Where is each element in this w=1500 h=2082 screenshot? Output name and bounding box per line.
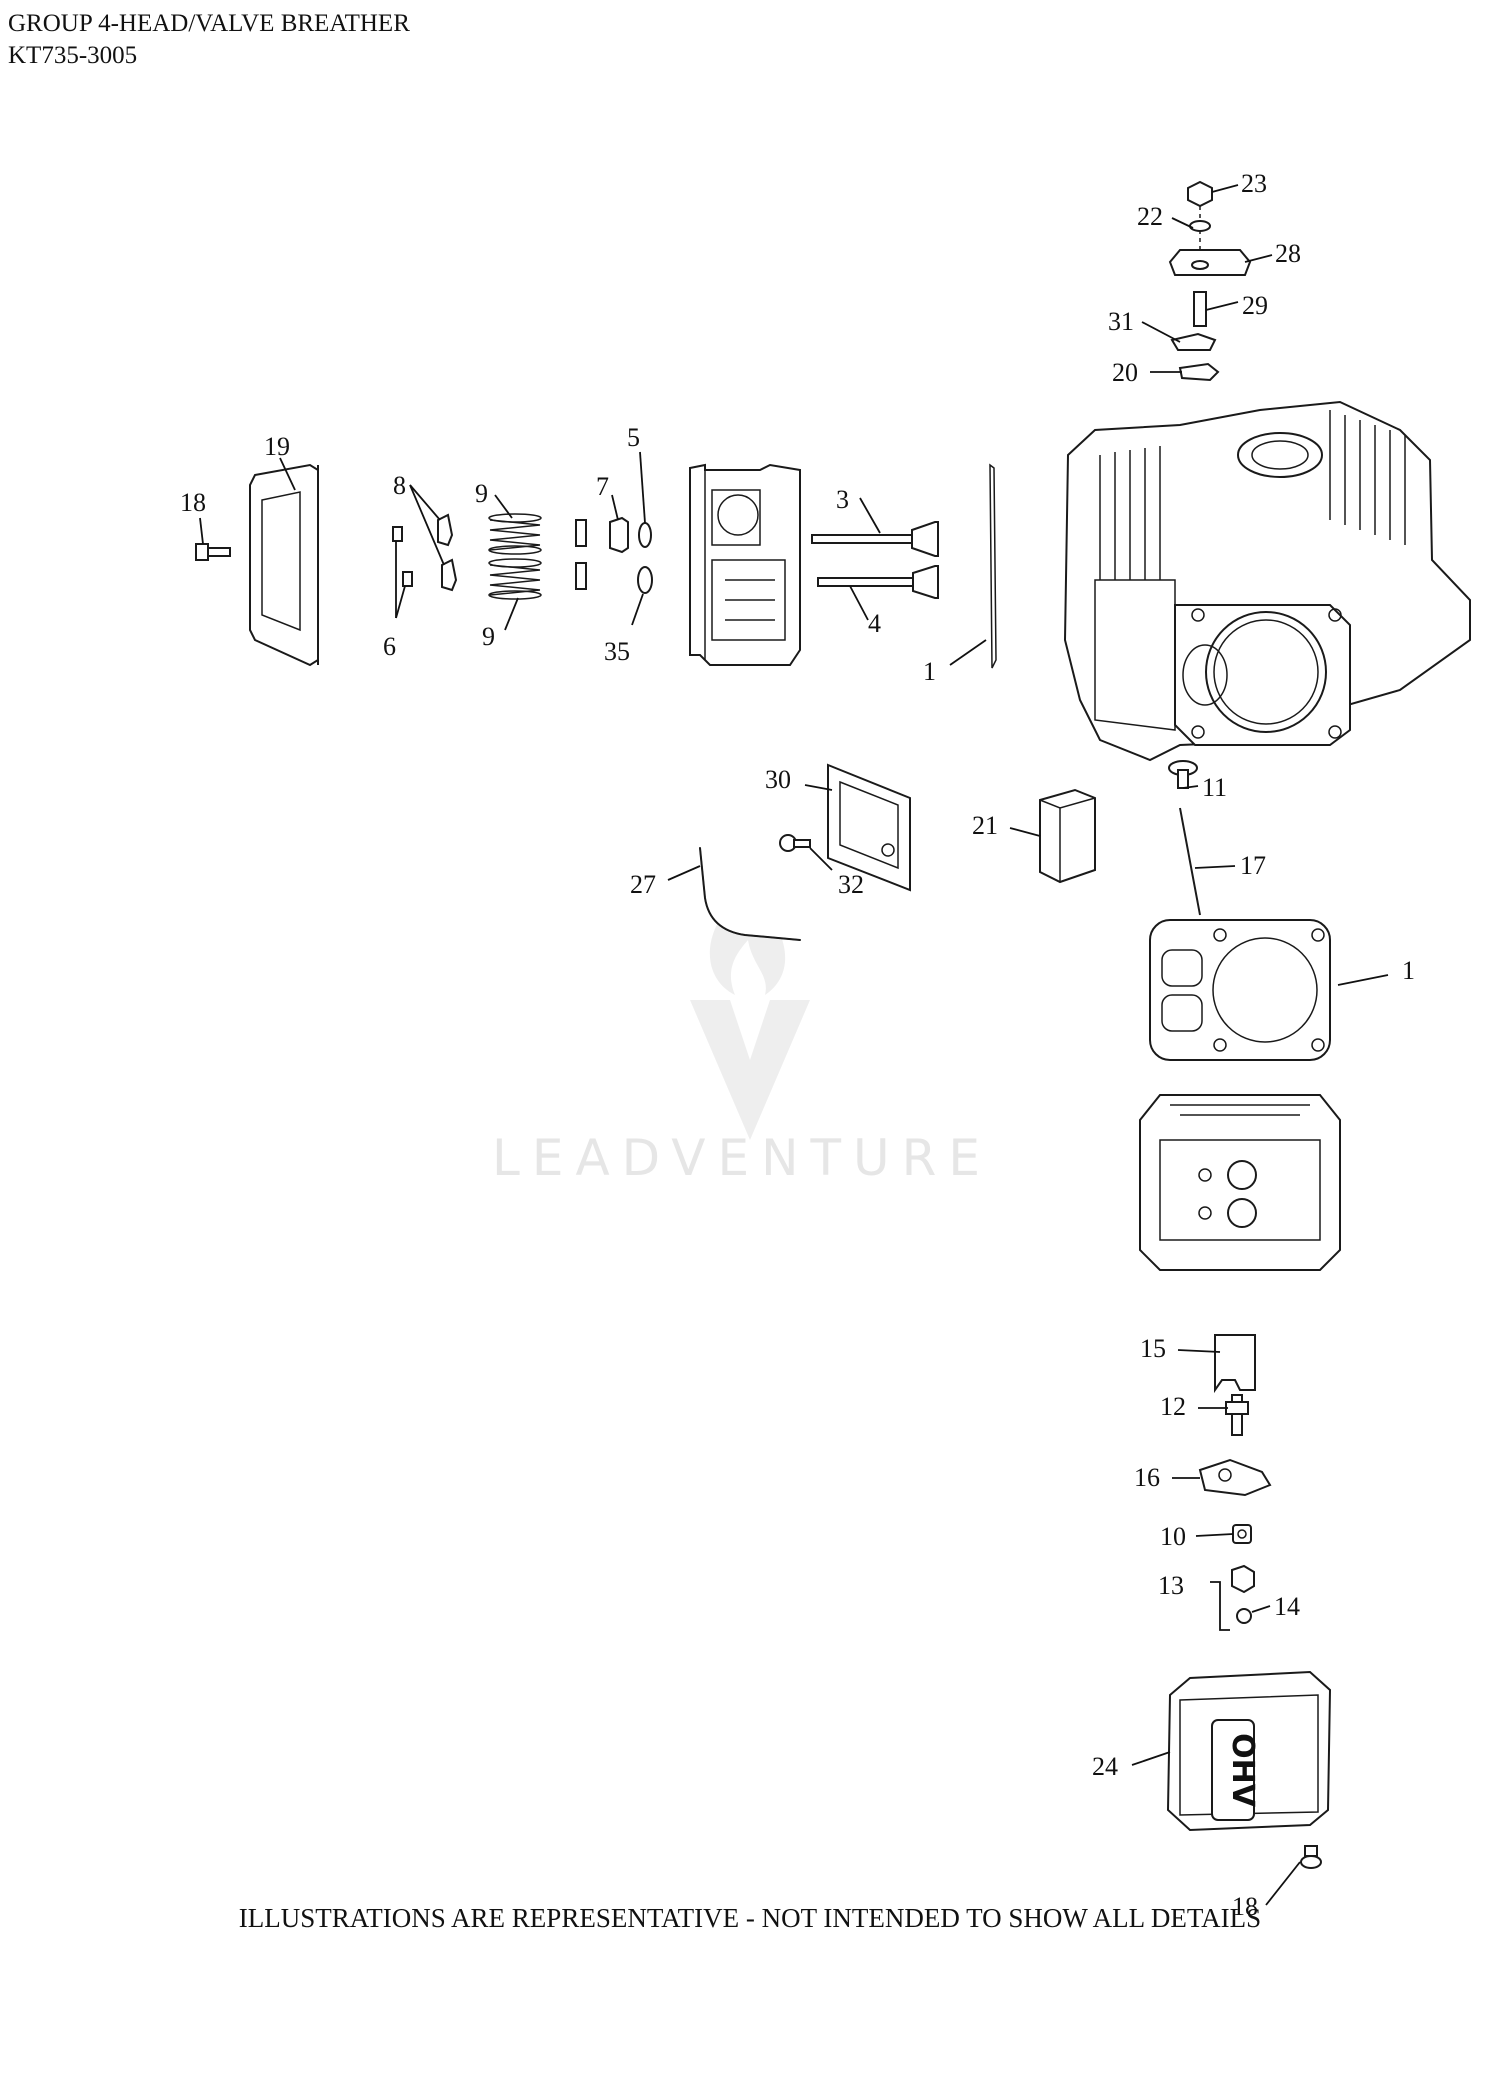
- crankcase-block: [1063, 400, 1471, 762]
- valve-cover-19: [249, 463, 319, 667]
- breather-hardware: [1168, 180, 1252, 382]
- leader-lines: [199, 184, 1389, 1906]
- part-8-retainer-lower: [441, 558, 458, 592]
- callout-12: 12: [1160, 1392, 1186, 1421]
- part-4-exhaust-valve: [817, 565, 939, 599]
- callout-18-bottom: 18: [1232, 1892, 1258, 1921]
- callout-14: 14: [1274, 1592, 1300, 1621]
- part-32-screw: [779, 834, 811, 852]
- callout-10: 10: [1160, 1522, 1186, 1551]
- part-3-intake-valve: [811, 521, 939, 557]
- callout-1-head-gasket: 1: [1402, 956, 1415, 985]
- part-29-stud: [1193, 291, 1207, 327]
- callout-11: 11: [1202, 773, 1227, 802]
- callout-27: 27: [630, 870, 656, 899]
- callout-3: 3: [836, 485, 849, 514]
- callout-8: 8: [393, 471, 406, 500]
- part-28-hole: [1191, 260, 1209, 270]
- callout-24: 24: [1092, 1752, 1118, 1781]
- disclaimer-note: ILLUSTRATIONS ARE REPRESENTATIVE - NOT I…: [238, 1903, 1262, 1933]
- callout-20: 20: [1112, 358, 1138, 387]
- part-20-stop: [1178, 362, 1220, 382]
- callout-30: 30: [765, 765, 791, 794]
- cylinder-head-top-view: [1139, 1094, 1341, 1271]
- callout-21: 21: [972, 811, 998, 840]
- watermark-text: LEADVENTURE: [492, 1129, 992, 1187]
- callout-18-top: 18: [180, 488, 206, 517]
- part-9-spring-upper: [488, 513, 542, 555]
- part-10-rocker-pivot: [1232, 1524, 1252, 1544]
- part-23-nut: [1187, 180, 1213, 208]
- kit-13-bracket: [1210, 1581, 1230, 1631]
- part-24-valve-cover: OHV: [1166, 1670, 1332, 1832]
- cylinder-head-side-view: [689, 463, 801, 666]
- part-6-keeper-upper: [392, 526, 403, 542]
- callout-9-upper: 9: [475, 479, 488, 508]
- callout-7: 7: [596, 472, 609, 501]
- valve-pin-upper: [575, 519, 587, 547]
- valve-pin-lower: [575, 562, 587, 590]
- callout-13: 13: [1158, 1571, 1184, 1600]
- part-7-valve-seal: [609, 516, 629, 554]
- callout-4: 4: [868, 609, 881, 638]
- part-27-breather-hose: [699, 847, 801, 941]
- part-17-push-rod: [1179, 807, 1201, 916]
- part-16-rocker-arm: [1198, 1458, 1272, 1497]
- part-1-head-gasket: [1149, 919, 1331, 1061]
- part-21-breather-filter: [1039, 788, 1096, 884]
- cover-embossing: OHV: [1225, 1733, 1260, 1808]
- callout-6: 6: [383, 632, 396, 661]
- part-1-side-gasket: [989, 463, 997, 669]
- part-31-reed: [1170, 332, 1217, 351]
- bolt-18-bottom: [1300, 1845, 1322, 1869]
- part-30-breather-gasket: [827, 763, 911, 892]
- callout-28: 28: [1275, 239, 1301, 268]
- callout-17: 17: [1240, 851, 1266, 880]
- callout-32: 32: [838, 870, 864, 899]
- part-6-keeper-lower: [402, 571, 413, 587]
- callout-29: 29: [1242, 291, 1268, 320]
- part-14-screw: [1236, 1608, 1252, 1624]
- model-number: KT735-3005: [8, 42, 138, 69]
- callout-23: 23: [1241, 169, 1267, 198]
- part-22-washer: [1189, 220, 1211, 232]
- part-9-spring-lower: [488, 558, 542, 600]
- callout-19: 19: [264, 432, 290, 461]
- callout-31: 31: [1108, 307, 1134, 336]
- callout-9-lower: 9: [482, 622, 495, 651]
- callout-16: 16: [1134, 1463, 1160, 1492]
- callout-1-side: 1: [923, 657, 936, 686]
- bolt-18-top: [195, 543, 231, 561]
- watermark: LEADVENTURE: [492, 905, 992, 1187]
- part-5-washer: [638, 522, 652, 548]
- part-13-nut: [1231, 1564, 1255, 1594]
- page-header: GROUP 4-HEAD/VALVE BREATHER KT735-3005: [8, 8, 410, 72]
- part-15-guide-plate: [1214, 1334, 1256, 1394]
- group-title: GROUP 4-HEAD/VALVE BREATHER: [8, 10, 410, 37]
- callout-15: 15: [1140, 1334, 1166, 1363]
- part-8-retainer-upper: [437, 513, 454, 547]
- part-35-rotator: [637, 566, 653, 594]
- part-12-rocker-stud: [1225, 1394, 1249, 1436]
- callout-5: 5: [627, 423, 640, 452]
- part-28-breather-cover: [1168, 249, 1252, 276]
- part-11-valve-lifter: [1168, 760, 1198, 789]
- callout-35: 35: [604, 637, 630, 666]
- watermark-v-icon: [690, 1000, 810, 1140]
- callout-numbers: 23 22 28 29 31 20 19 18 8 9 9 6 7 5 35 3…: [180, 169, 1415, 1921]
- callout-22: 22: [1137, 202, 1163, 231]
